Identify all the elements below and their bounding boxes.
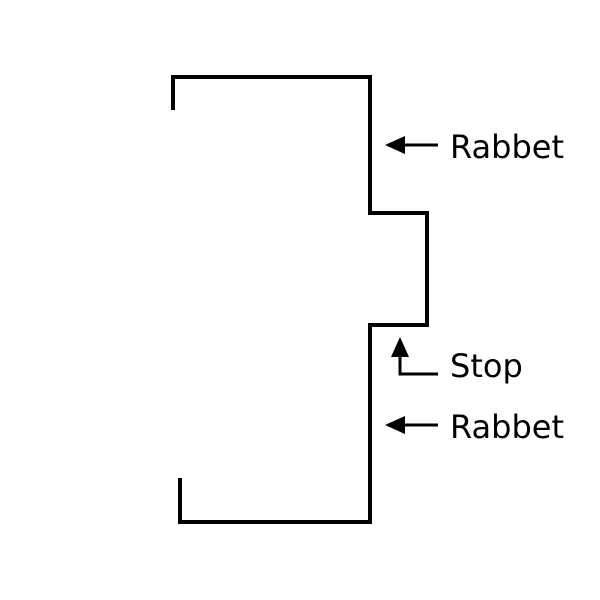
stop-arrow	[391, 337, 438, 376]
stop-leader-line	[398, 356, 438, 376]
stop-arrowhead-icon	[391, 337, 409, 357]
jamb-profile-outline	[171, 75, 429, 524]
rabbet-top-arrowhead-icon	[385, 136, 405, 154]
rabbet-top-arrow	[385, 136, 438, 154]
rabbet-bottom-arrowhead-icon	[385, 416, 405, 434]
rabbet-bottom-arrow	[385, 416, 438, 434]
stop-label: Stop	[450, 347, 523, 385]
rabbet-top-label: Rabbet	[450, 128, 564, 166]
rabbet-bottom-label: Rabbet	[450, 408, 564, 446]
